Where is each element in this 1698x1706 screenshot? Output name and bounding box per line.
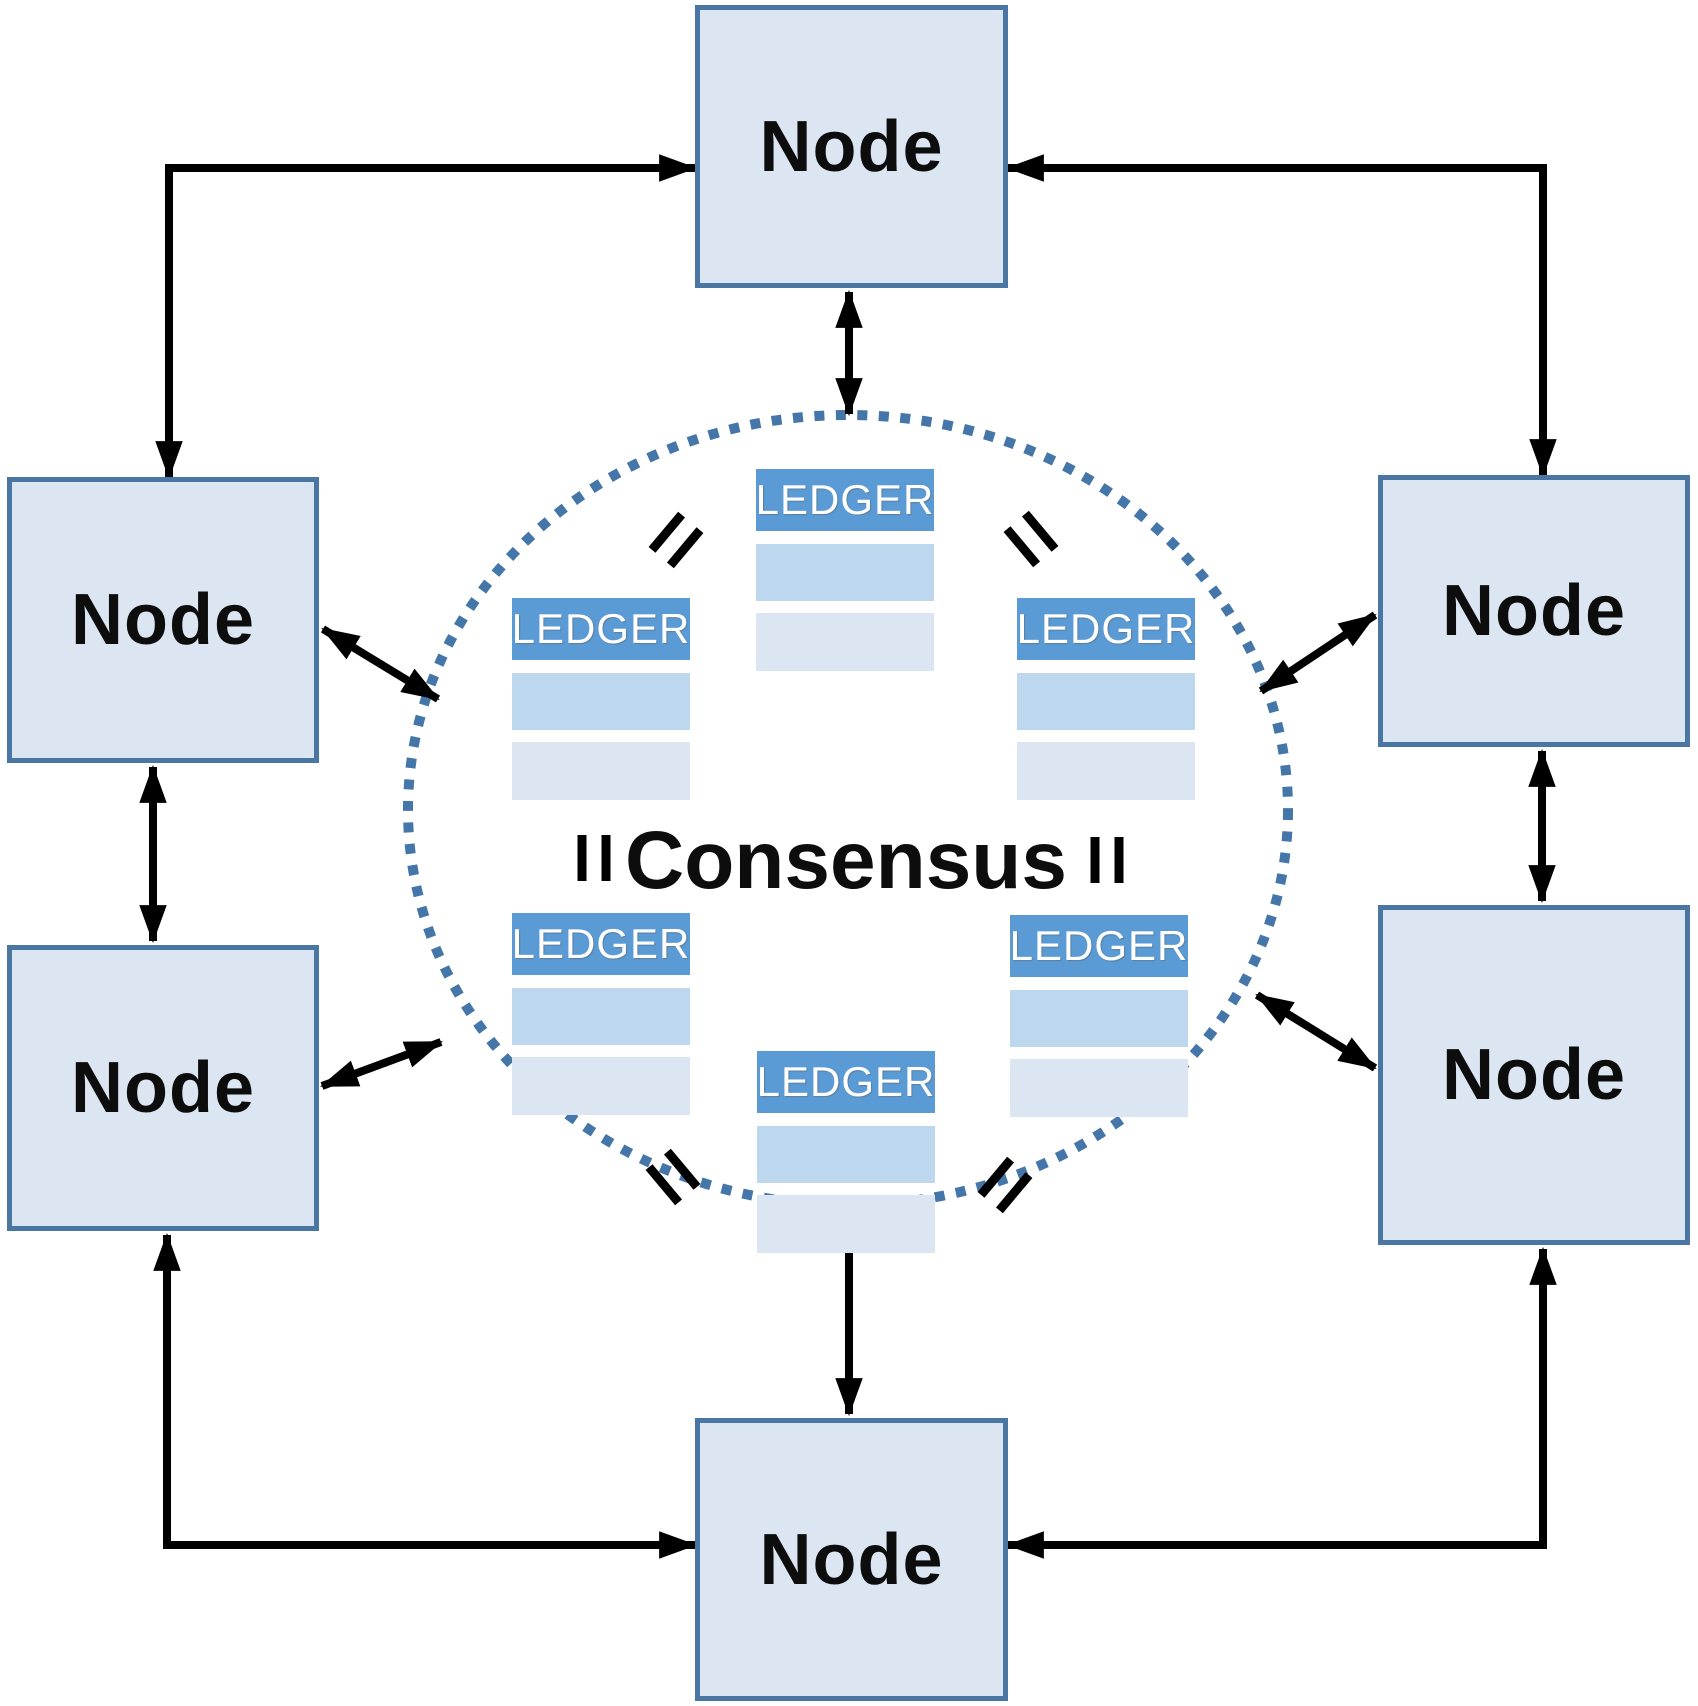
- node-upper-right: Node: [1378, 475, 1690, 747]
- ledger-header: LEDGER: [1017, 598, 1195, 660]
- ledger-row: [756, 544, 934, 601]
- ledger-row: [757, 1195, 935, 1253]
- ledger-row: [757, 1126, 935, 1183]
- node-label: Node: [71, 1048, 255, 1128]
- arrow-elbow-top-right: [1005, 154, 1557, 478]
- ledger-row: [512, 988, 690, 1045]
- ledger-lower-right: LEDGER: [1010, 915, 1188, 1117]
- ledger-lower-left: LEDGER: [512, 913, 690, 1115]
- ledger-header: LEDGER: [1010, 915, 1188, 977]
- ledger-header: LEDGER: [756, 469, 934, 531]
- ledger-header: LEDGER: [512, 598, 690, 660]
- node-label: Node: [759, 1519, 944, 1600]
- equals-icon: [1090, 837, 1124, 883]
- equals-bar: [1114, 837, 1124, 883]
- node-lower-right: Node: [1378, 905, 1690, 1245]
- ledger-row: [1017, 673, 1195, 730]
- equals-icon: [577, 835, 611, 881]
- ledger-top: LEDGER: [756, 469, 934, 671]
- ledger-row: [512, 1057, 690, 1115]
- consensus-label: Consensus: [625, 815, 1067, 906]
- consensus-dotted-ring: [403, 410, 1293, 1210]
- equals-bar: [601, 835, 611, 881]
- ledger-row: [756, 613, 934, 671]
- ledger-upper-left: LEDGER: [512, 598, 690, 800]
- arrow-elbow-top-left: [155, 154, 698, 480]
- node-top: Node: [695, 5, 1008, 288]
- arrow-upper-left-node-ring: [320, 625, 441, 703]
- node-label: Node: [1442, 571, 1626, 651]
- ledger-row: [512, 673, 690, 730]
- node-label: Node: [759, 106, 944, 187]
- ledger-row: [1017, 742, 1195, 800]
- node-label: Node: [71, 580, 255, 660]
- node-bottom: Node: [695, 1418, 1008, 1701]
- ledger-header: LEDGER: [757, 1051, 935, 1113]
- node-upper-left: Node: [7, 477, 319, 763]
- arrow-lower-left-node-ring: [320, 1038, 443, 1090]
- ledger-bottom: LEDGER: [757, 1051, 935, 1253]
- arrow-elbow-bottom-left: [153, 1232, 698, 1559]
- ledger-upper-right: LEDGER: [1017, 598, 1195, 800]
- arrow-upper-right-node-ring: [1258, 611, 1378, 695]
- ledger-row: [1010, 1059, 1188, 1117]
- arrow-elbow-bottom-right: [1005, 1246, 1557, 1559]
- node-label: Node: [1442, 1035, 1626, 1115]
- ledger-row: [512, 742, 690, 800]
- arrow-lower-right-node-ring: [1254, 991, 1378, 1072]
- ledger-header: LEDGER: [512, 913, 690, 975]
- ledger-row: [1010, 990, 1188, 1047]
- equals-bar: [1090, 837, 1100, 883]
- node-lower-left: Node: [7, 945, 319, 1231]
- equals-bar: [577, 835, 587, 881]
